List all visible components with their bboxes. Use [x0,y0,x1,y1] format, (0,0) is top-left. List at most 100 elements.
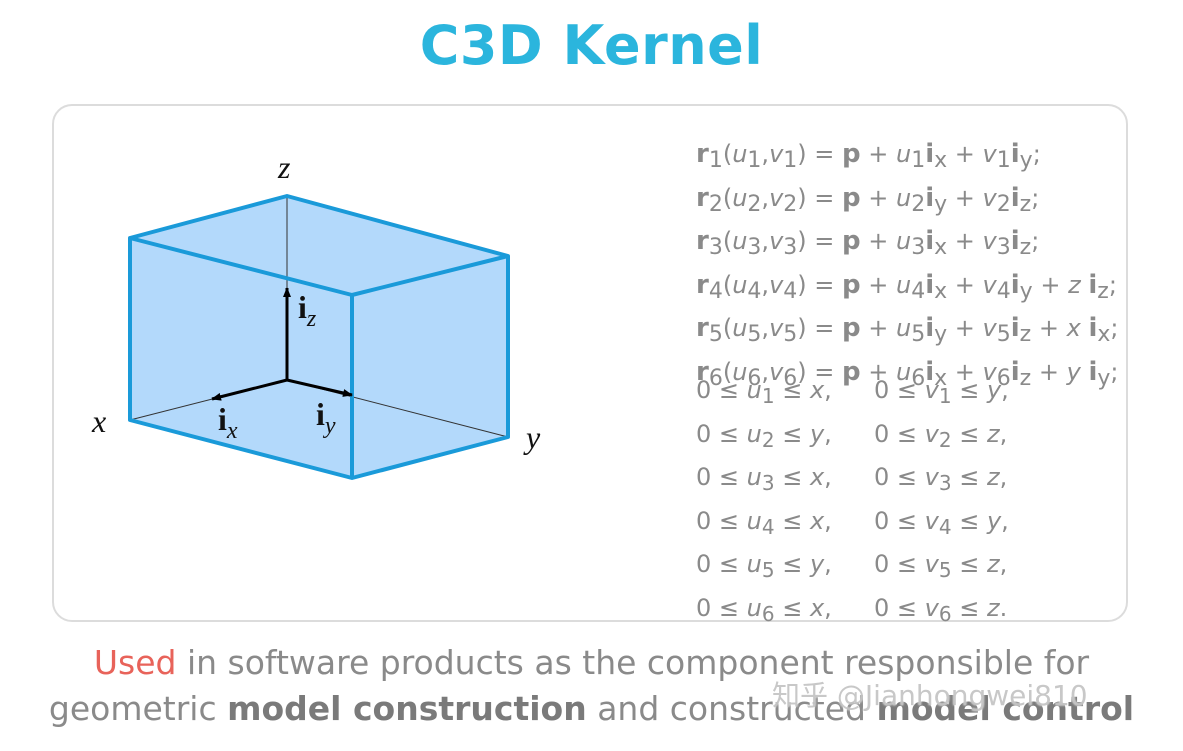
equation-token: y [1019,278,1033,304]
axis-label-x: x [91,403,106,439]
inequality-row: 0 ≤ u4 ≤ x,0 ≤ v4 ≤ y, [696,506,1009,539]
equation-token: ( [722,270,733,299]
box-face-top [130,196,508,295]
equation-token: v [769,314,784,343]
equation-token: + [860,227,896,256]
equation-token: 2 [708,191,723,217]
equation-token: y [934,191,948,217]
equation-token: + [947,227,983,256]
equation-token: u [896,270,912,299]
box-face-front [130,238,352,478]
equation-token: + z [1032,270,1081,299]
equation-token: + [860,314,896,343]
equation-token: u [732,183,748,212]
equation-token: i [1088,313,1098,344]
axis-label-y: y [523,419,541,455]
equation-token: v [769,140,784,168]
equation-row: r5(u5,v5) = p + u5iy + v5iz + x ix; [696,310,1119,354]
equation-token: v [982,140,997,168]
equation-token: 2 [747,191,762,217]
equation-row: r2(u2,v2) = p + u2iy + v2iz; [696,180,1116,224]
equation-token: ( [722,183,733,212]
equation-token: 1 [747,148,762,173]
equation-token: , [761,227,770,256]
equation-token: r [696,139,709,169]
inequality-row: 0 ≤ u1 ≤ x,0 ≤ v1 ≤ y, [696,376,1009,408]
equation-token: 1 [996,148,1011,173]
watermark: 知乎 @Jianhongwei810 [772,679,1088,712]
equation-token: u [896,227,912,256]
equation-token: + y [1031,357,1081,386]
footer-line-2: geometric model construction and constru… [48,689,1135,728]
equation-token: 3 [747,235,762,261]
equation-token: p [842,182,861,213]
iy-arrow [286,378,353,397]
equation-token: ; [1032,140,1041,168]
equation-token: z [1019,365,1032,391]
equation-token: ) = [797,314,842,343]
equation-token: y [1097,365,1111,391]
equation-token: ) = [797,357,842,386]
equation-token: u [732,314,748,343]
equation-token: x [934,365,948,391]
equation-token: 1 [783,148,798,173]
inequality-row: 0 ≤ u3 ≤ x,0 ≤ v3 ≤ z, [696,463,1008,496]
equation-token: r [696,313,709,344]
equation-token: + x [1031,314,1081,343]
equation-token: 6 [996,365,1011,391]
equation-token: , [761,314,770,343]
equation-token: ) = [797,183,842,212]
equation-token: 5 [708,322,723,348]
equation-token: 3 [911,235,926,261]
equation-token: ; [1110,357,1119,386]
equation-token: p [842,226,861,257]
equation-token: x [934,148,948,173]
footer-caption: Used in software products as the compone… [0,640,1183,732]
equation-token: z [1019,191,1032,217]
equation-token: i [925,313,935,344]
equation-token: 3 [783,235,798,261]
equation-token: i [925,269,935,300]
equation-token: u [732,140,748,168]
equation-token: + [860,140,896,168]
equation-token: v [982,270,997,299]
vector-label-iz: iz [298,289,317,332]
equation-token: p [842,269,861,300]
equation-token: , [761,140,770,168]
equation-token: p [842,356,861,387]
equation-token: 4 [996,278,1011,304]
equation-token: 4 [783,278,798,304]
equation-token: i [1010,356,1020,387]
equation-row: r6(u6,v6) = p + u6ix + v6iz + y iy; [696,354,1119,398]
equation-token: + [860,270,896,299]
equation-token: 6 [783,365,798,391]
equation-token: , [761,183,770,212]
equation-token: i [1010,139,1020,169]
equation-token: ) = [797,270,842,299]
equation-token: i [925,139,935,169]
equation-token: 1 [708,148,723,173]
equation-token: ( [722,357,733,386]
equation-token: + [860,183,896,212]
equation-row: r4(u4,v4) = p + u4ix + v4iy + z iz; [696,267,1117,311]
equation-token: ; [1110,314,1119,343]
equation-token: ; [1031,183,1040,212]
equation-token: 5 [911,322,926,348]
equation-token: ; [1108,270,1117,299]
equation-token: ( [722,227,733,256]
axis-label-z: z [277,149,291,185]
equation-token: 6 [911,365,926,391]
equation-token: 5 [783,322,798,348]
page-title: C3D Kernel [419,14,764,77]
equation-token: 4 [911,278,926,304]
equation-token: ) = [797,140,842,168]
vector-label-iy: iy [316,396,336,439]
equation-token: , [761,270,770,299]
equation-token: + [947,140,983,168]
equation-token: , [761,357,770,386]
equation-token: z [1019,322,1032,348]
equation-token: z [1097,278,1109,304]
equation-token: v [982,183,997,212]
equation-token: x [934,278,948,304]
